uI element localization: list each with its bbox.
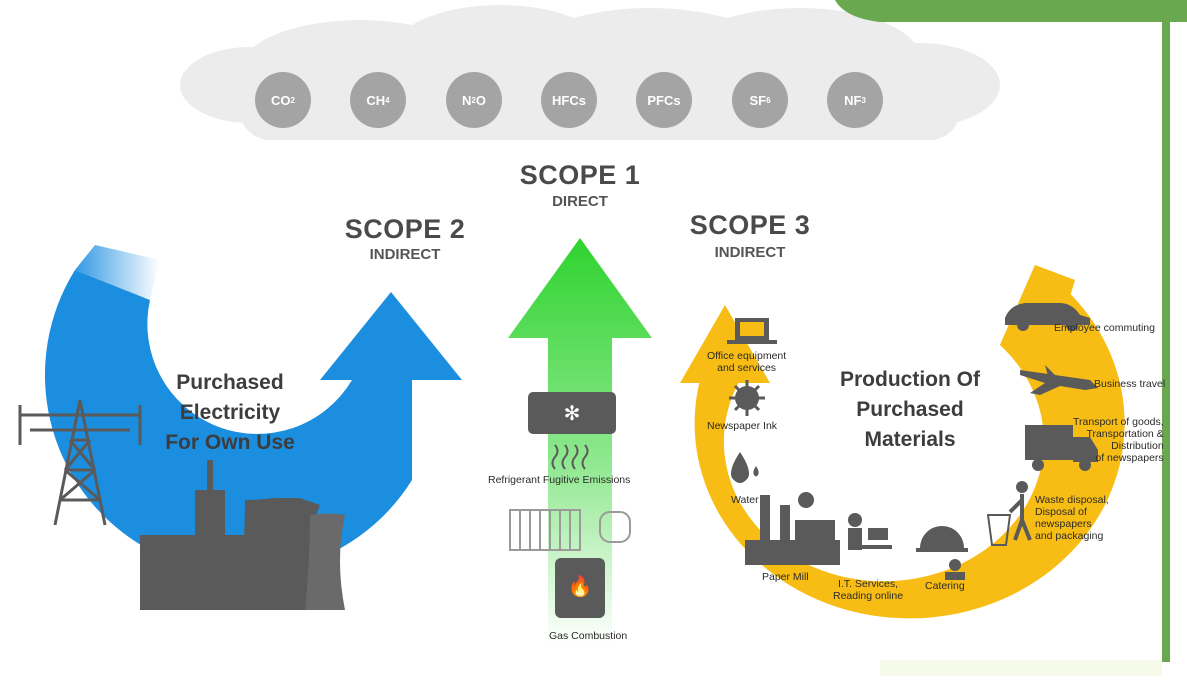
it-services-icon <box>848 513 892 550</box>
business-travel-label: Business travel <box>1094 378 1166 390</box>
gas-pfcs: PFCs <box>636 72 692 128</box>
svg-text:🔥: 🔥 <box>568 574 593 598</box>
scope2-subtitle: INDIRECT <box>369 246 441 263</box>
scope1-subtitle: DIRECT <box>552 193 608 210</box>
waste-line-3: newspapers <box>1035 518 1092 530</box>
transport-line-4: of newspapers <box>1095 452 1164 464</box>
office-line-1: Office equipment <box>707 350 787 362</box>
gas-boiler-icon: 🔥 <box>555 558 605 618</box>
scope3-center-line-3: Materials <box>864 428 956 451</box>
laptop-icon <box>727 318 777 344</box>
office-line-2: and services <box>717 362 777 374</box>
scope2-center-line-3: For Own Use <box>165 431 295 454</box>
accent-bottom <box>880 660 1162 676</box>
gas-combustion-label: Gas Combustion <box>549 630 628 642</box>
scope1-title: SCOPE 1 <box>519 160 641 190</box>
accent-corner <box>835 0 1187 22</box>
waste-line-1: Waste disposal, <box>1035 494 1109 506</box>
refrigerant-label: Refrigerant Fugitive Emissions <box>488 474 631 486</box>
waste-line-2: Disposal of <box>1035 506 1087 518</box>
scope2-center-label: Purchased Electricity For Own Use <box>140 368 320 458</box>
employee-commuting-label: Employee commuting <box>1054 322 1155 334</box>
it-services-label: I.T. Services, Reading online <box>833 578 903 602</box>
it-line-1: I.T. Services, <box>837 578 899 590</box>
radiator-icon <box>509 509 631 551</box>
waste-bin-icon <box>986 481 1032 546</box>
it-line-2: Reading online <box>833 590 904 602</box>
newspaper-ink-label: Newspaper Ink <box>707 420 778 432</box>
car-icon <box>1005 303 1090 331</box>
clouds <box>180 5 1000 140</box>
water-drop-icon <box>731 452 759 483</box>
scope1-arrow <box>508 238 652 645</box>
power-plant-icon <box>140 460 345 610</box>
transport-line-2: Transportation & <box>1086 428 1164 440</box>
paper-mill-label: Paper Mill <box>762 571 809 583</box>
delivery-truck-icon <box>1025 425 1098 471</box>
scope2-arrow <box>44 245 462 574</box>
transport-line-1: Transport of goods, <box>1073 416 1164 428</box>
power-pylon-icon <box>18 399 142 526</box>
transport-label: Transport of goods, Transportation & Dis… <box>1073 416 1164 464</box>
paper-mill-icon <box>745 492 840 565</box>
air-conditioner-icon: ✻ <box>528 392 616 470</box>
waste-disposal-label: Waste disposal, Disposal of newspapers a… <box>1035 494 1109 542</box>
scope2-center-line-1: Purchased <box>176 371 284 394</box>
scope3-center-line-1: Production Of <box>840 368 980 391</box>
svg-text:✻: ✻ <box>564 403 581 425</box>
scope3-center-label: Production Of Purchased Materials <box>815 365 1005 455</box>
scope2-center-line-2: Electricity <box>179 401 281 424</box>
scope3-title: SCOPE 3 <box>689 210 811 240</box>
scope3-center-line-2: Purchased <box>856 398 964 421</box>
virus-ink-icon <box>729 380 765 416</box>
transport-line-3: Distribution <box>1111 440 1164 452</box>
catering-label: Catering <box>925 580 965 592</box>
scope2-title: SCOPE 2 <box>344 214 466 244</box>
water-label: Water <box>731 494 759 506</box>
gas-hfcs: HFCs <box>541 72 597 128</box>
airplane-icon <box>1020 365 1098 395</box>
scope3-subtitle: INDIRECT <box>714 244 786 261</box>
accent-bar <box>1162 22 1170 662</box>
office-equipment-label: Office equipment and services <box>707 350 786 374</box>
catering-icon <box>916 526 968 580</box>
waste-line-4: and packaging <box>1035 530 1104 542</box>
